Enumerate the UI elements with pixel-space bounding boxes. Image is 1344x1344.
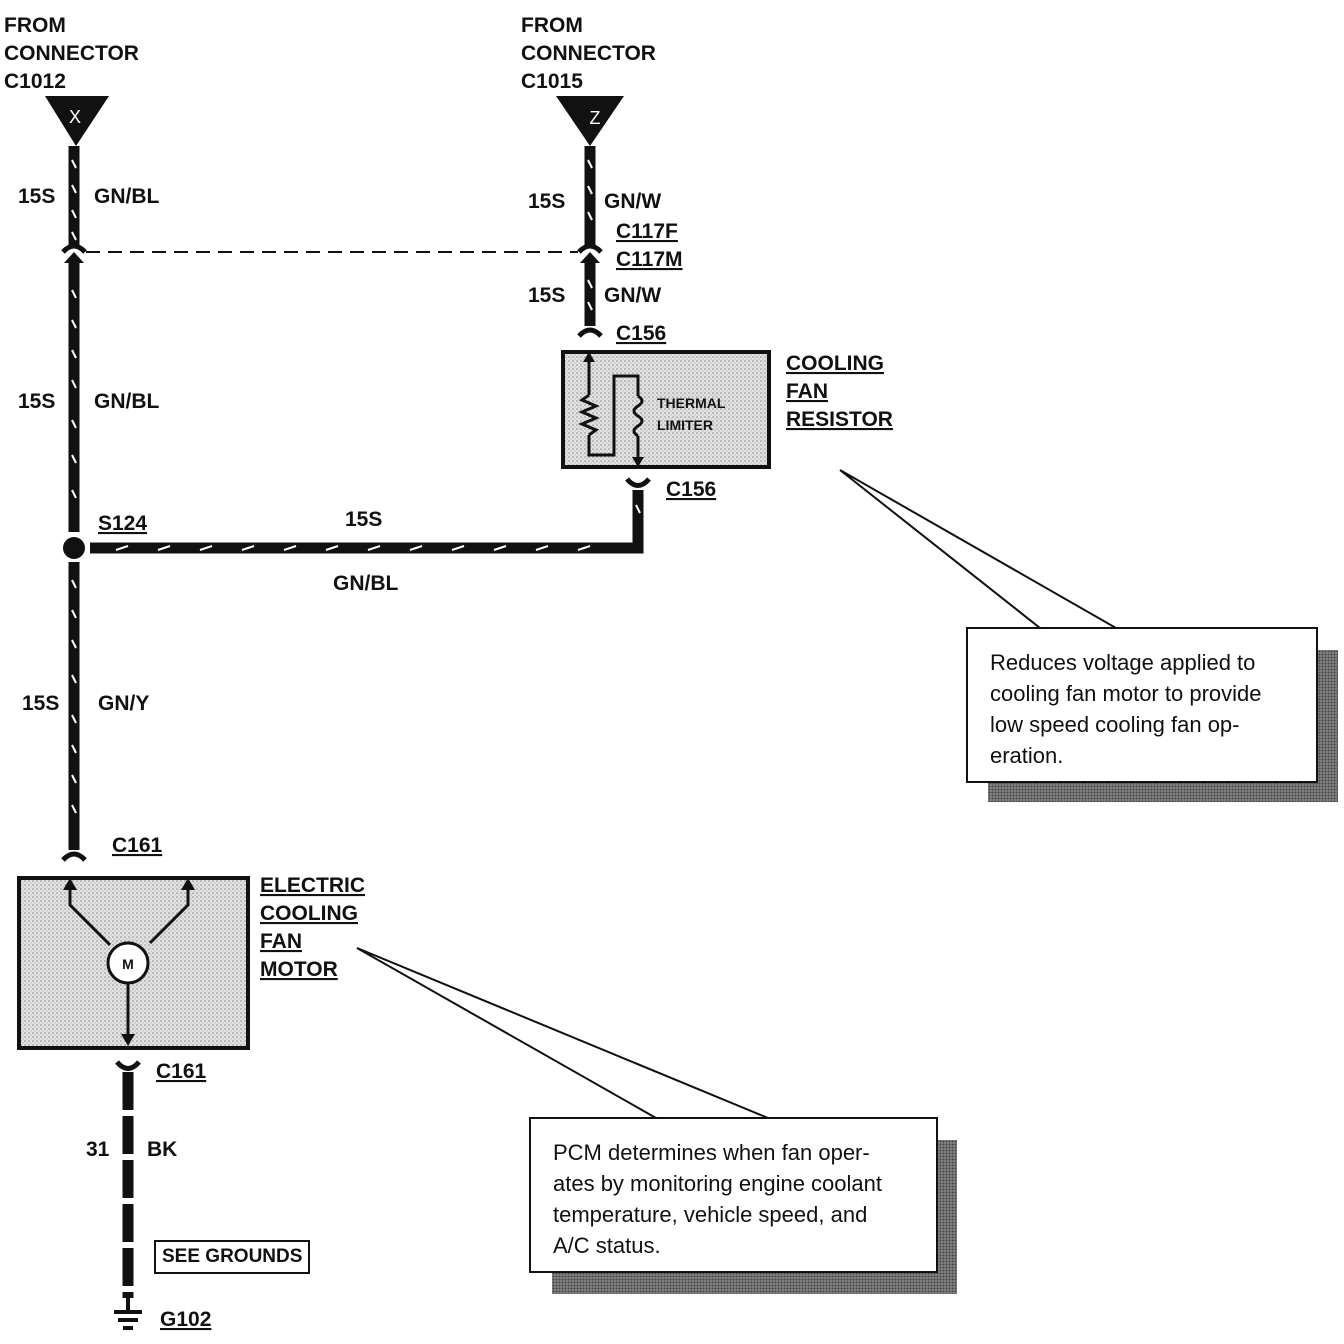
svg-text:FROM: FROM [521, 14, 583, 37]
wire-ground-circuit: 31 [86, 1138, 110, 1161]
wire-left-hatch [71, 159, 77, 814]
connector-c117-right-male [580, 252, 600, 263]
svg-text:COOLING: COOLING [260, 902, 358, 925]
connector-c117-right-female [577, 243, 603, 254]
cooling-fan-resistor-title: COOLING FAN RESISTOR [786, 352, 893, 431]
wire-right-mid-circuit: 15S [528, 284, 565, 307]
wire-right-hatch [587, 159, 593, 311]
wire-horizontal-hatch [115, 504, 641, 551]
wire-right-top-color: GN/W [604, 190, 661, 213]
thermal-limiter-label-2: LIMITER [657, 417, 713, 433]
svg-text:FROM: FROM [4, 14, 66, 37]
svg-text:COOLING: COOLING [786, 352, 884, 375]
connector-c117f-label: C117F [616, 220, 678, 243]
wire-right-mid-color: GN/W [604, 284, 661, 307]
connector-c161-top-label: C161 [112, 834, 163, 857]
motor-arrow-right [181, 878, 195, 890]
wire-horizontal-color: GN/BL [333, 572, 399, 595]
connector-c156-top-pin [577, 327, 603, 338]
wire-left-low-color: GN/Y [98, 692, 149, 715]
connector-c161-bottom-pin [115, 1060, 141, 1071]
connector-c1015-pin [556, 96, 624, 146]
splice-s124 [63, 537, 85, 559]
motor-arrow-left [63, 878, 77, 890]
note-pcm-line-1: PCM determines when fan oper- [553, 1140, 870, 1165]
connector-c117-left-male [64, 252, 84, 263]
wire-ground-color: BK [147, 1138, 177, 1161]
svg-text:FAN: FAN [786, 380, 828, 403]
note-pcm-line-2: ates by monitoring engine coolant [553, 1171, 882, 1196]
connector-c156-bottom-label: C156 [666, 478, 716, 501]
svg-text:CONNECTOR: CONNECTOR [521, 42, 656, 65]
motor-symbol: M [122, 956, 134, 972]
note-pcm: PCM determines when fan oper- ates by mo… [529, 1117, 938, 1273]
motor-arrow-down [121, 1034, 135, 1046]
connector-c1015-pin-label: Z [590, 108, 601, 128]
wire-left-top-color: GN/BL [94, 185, 160, 208]
connector-c161-bottom-label: C161 [156, 1060, 207, 1083]
fan-motor-internal [68, 884, 190, 1040]
wire-left-low-circuit: 15S [22, 692, 59, 715]
svg-text:C1012: C1012 [4, 70, 66, 93]
note-resistor: Reduces voltage applied to cooling fan m… [966, 627, 1318, 783]
connector-c117m-label: C117M [616, 248, 683, 271]
connector-c1012-pin [45, 96, 109, 146]
note-resistor-line-3: low speed cooling fan op- [990, 712, 1240, 737]
wire-left-mid-circuit: 15S [18, 390, 55, 413]
note-resistor-line-4: eration. [990, 743, 1064, 768]
ground-g102-label: G102 [160, 1308, 211, 1331]
callout-pcm-leader [356, 947, 769, 1119]
svg-text:CONNECTOR: CONNECTOR [4, 42, 139, 65]
connector-c1012-header: FROM CONNECTOR C1012 [4, 14, 139, 93]
wire-left-top-circuit: 15S [18, 185, 55, 208]
callout-resistor-leader [839, 469, 1120, 629]
wire-horizontal-circuit: 15S [345, 508, 382, 531]
svg-text:MOTOR: MOTOR [260, 958, 338, 981]
connector-c1012-pin-label: X [69, 107, 81, 127]
note-resistor-line-1: Reduces voltage applied to [990, 650, 1256, 675]
resistor-bottom-arrow [632, 457, 644, 467]
connector-c156-top-label: C156 [616, 322, 666, 345]
connector-c117-left-female [61, 243, 87, 254]
cooling-fan-resistor-box [561, 350, 771, 469]
connector-c1015-header: FROM CONNECTOR C1015 [521, 14, 656, 93]
svg-text:RESISTOR: RESISTOR [786, 408, 893, 431]
svg-text:ELECTRIC: ELECTRIC [260, 874, 365, 897]
fan-motor-title: ELECTRIC COOLING FAN MOTOR [260, 874, 365, 981]
note-resistor-line-2: cooling fan motor to provide [990, 681, 1262, 706]
thermal-limiter-label-1: THERMAL [657, 395, 726, 411]
see-grounds-reference[interactable]: SEE GROUNDS [154, 1240, 311, 1274]
svg-text:FAN: FAN [260, 930, 302, 953]
wire-left-mid-color: GN/BL [94, 390, 160, 413]
ground-symbol [114, 1298, 142, 1330]
splice-s124-label: S124 [98, 512, 147, 535]
note-pcm-line-3: temperature, vehicle speed, and [553, 1202, 868, 1227]
svg-text:C1015: C1015 [521, 70, 583, 93]
resistor-top-arrow [583, 352, 595, 362]
connector-c161-top-pin [61, 851, 87, 862]
wire-right-top-circuit: 15S [528, 190, 565, 213]
note-pcm-line-4: A/C status. [553, 1233, 661, 1258]
connector-c156-bottom-pin [625, 477, 651, 488]
